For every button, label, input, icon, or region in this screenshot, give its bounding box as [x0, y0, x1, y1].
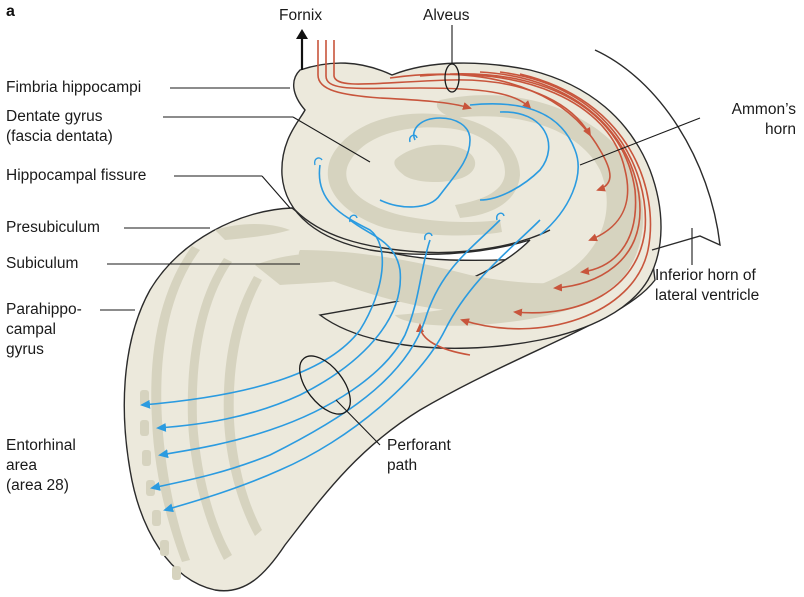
inferior-horn-label: Inferior horn of lateral ventricle	[655, 266, 759, 306]
fimbria-label: Fimbria hippocampi	[6, 78, 141, 98]
entorhinal-area-label: Entorhinal area (area 28)	[6, 436, 76, 496]
perforant-path-label: Perforant path	[387, 436, 451, 476]
dentate-gyrus-label: Dentate gyrus (fascia dentata)	[6, 107, 113, 147]
alveus-label: Alveus	[423, 6, 470, 26]
hippocampal-fissure-label: Hippocampal fissure	[6, 166, 146, 186]
presubiculum-label: Presubiculum	[6, 218, 100, 238]
ammons-horn-label: Ammon’s horn	[700, 100, 796, 140]
subiculum-label: Subiculum	[6, 254, 78, 274]
fornix-label: Fornix	[279, 6, 322, 26]
panel-label: a	[6, 2, 15, 22]
parahippocampal-gyrus-label: Parahippo- campal gyrus	[6, 300, 82, 360]
